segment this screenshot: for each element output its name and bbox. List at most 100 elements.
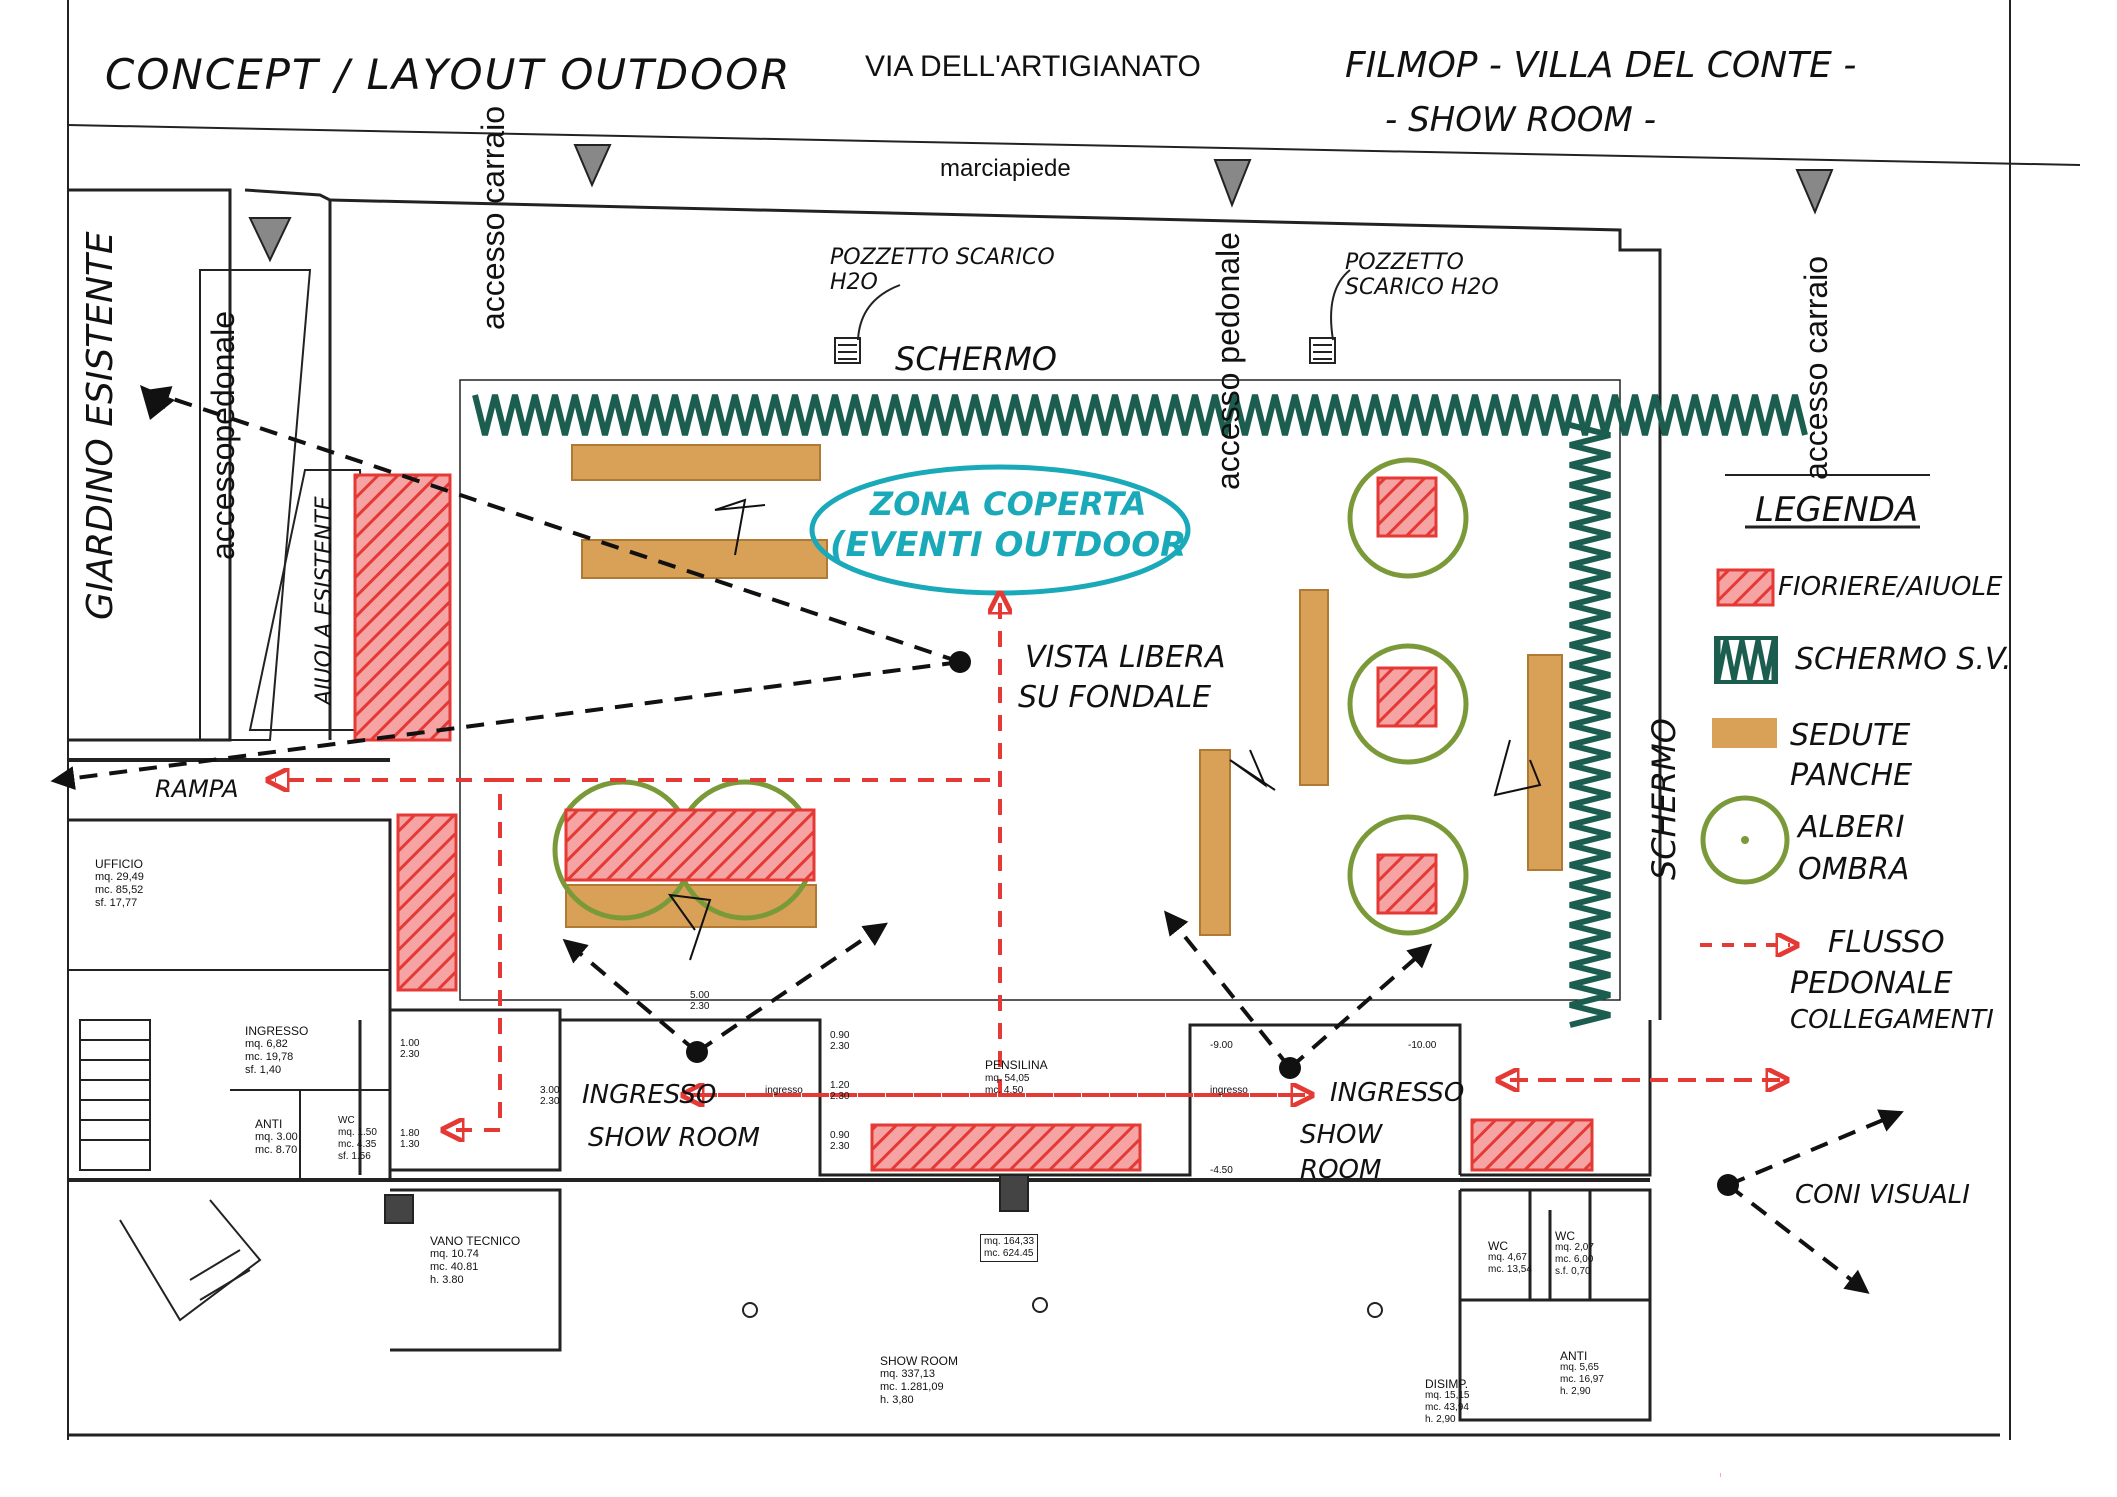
access-ped-center: accesso pedonale [1210, 232, 1246, 490]
ingresso-small-left: ingresso [765, 1085, 803, 1096]
project-title: FILMOP - VILLA DEL CONTE - [1345, 45, 1857, 86]
level-2: -10.00 [1408, 1040, 1437, 1051]
garden-label: GIARDINO ESISTENTE [80, 231, 121, 620]
access-car-left: accesso carraio [475, 105, 511, 330]
screen-right-label: SCHERMO [1645, 718, 1683, 880]
legend-flow-1: FLUSSO [1828, 925, 1945, 960]
stairs [79, 1019, 262, 1322]
legend-tree-swatch [1700, 795, 1790, 885]
flowerbed-strip [248, 469, 372, 731]
screen-right [1569, 422, 1611, 1028]
frame [67, 0, 2081, 1440]
entry-right-label-1: INGRESSO [1330, 1078, 1465, 1108]
ramp-label: RAMPA [155, 775, 239, 803]
planter [396, 813, 458, 992]
legend-flow-2: PEDONALE [1790, 966, 1953, 1001]
legend-planters: FIORIERE/AIUOLE [1778, 572, 2003, 602]
planter [564, 808, 816, 882]
sidewalk-label: marciapiede [940, 155, 1071, 182]
legend-screen-swatch [1715, 639, 1777, 681]
legend-seats-1: SEDUTE [1790, 718, 1911, 753]
tree-circle [1347, 814, 1469, 936]
covered-zone-label-1: ZONA COPERTA [870, 485, 1147, 523]
columns [384, 1174, 1383, 1318]
access-car-right: accesso carraio [1798, 255, 1834, 480]
walls [358, 1020, 1592, 1300]
drain-left-label: POZZETTO SCARICO H2O [830, 245, 1055, 295]
seat-arrows [667, 498, 1542, 961]
legend-seats-2: PANCHE [1790, 758, 1913, 793]
entry-left-label-2: SHOW ROOM [588, 1123, 760, 1153]
planters [353, 473, 1594, 1172]
tree-circle [1347, 457, 1469, 579]
entry-right-label-3: ROOM [1300, 1155, 1382, 1185]
planter [1376, 853, 1438, 915]
drains [834, 269, 1351, 364]
tree-circle [1347, 643, 1469, 765]
level-1: -9.00 [1210, 1040, 1233, 1051]
planter [353, 473, 452, 742]
bench [1527, 654, 1563, 871]
project-subtitle: - SHOW ROOM - [1385, 100, 1656, 140]
courtyard [459, 379, 1621, 1001]
legend-trees-1: ALBERI [1798, 810, 1905, 845]
planter [870, 1123, 1142, 1172]
view-cones [50, 386, 1904, 1294]
entry-left-label-1: INGRESSO [582, 1080, 717, 1110]
legend-trees-2: OMBRA [1798, 852, 1910, 887]
ingresso-small-right: ingresso [1210, 1085, 1248, 1096]
legend-planter-swatch [1716, 568, 1775, 607]
pedestrian-flow [275, 600, 1780, 1475]
bench [581, 539, 828, 579]
legend-symbols [1700, 474, 1930, 945]
concept-title: CONCEPT / LAYOUT OUTDOOR [105, 50, 792, 99]
access-markers [248, 144, 1834, 263]
entry-right-label-2: SHOW [1300, 1120, 1383, 1150]
bench [571, 444, 821, 481]
seats [565, 444, 1563, 936]
street-name: VIA DELL'ARTIGIANATO [865, 50, 1201, 83]
view-origin-dots [140, 385, 1739, 1196]
canopy-label: PENSILINA [985, 1058, 1048, 1072]
bench [1299, 589, 1329, 786]
building-outline [68, 188, 2000, 1437]
screen-top-label: SCHERMO [895, 340, 1057, 378]
planter [1376, 476, 1438, 538]
level-3: -4.50 [1210, 1165, 1233, 1176]
planter [1376, 666, 1438, 728]
covered-zone-label-2: (EVENTI OUTDOOR [830, 525, 1187, 565]
legend-screen: SCHERMO S.V. [1795, 642, 2012, 677]
legend-title: LEGENDA [1755, 490, 1919, 530]
legend-flow-3: COLLEGAMENTI [1790, 1005, 1994, 1035]
bench [1199, 749, 1231, 936]
legend-cones: CONI VISUALI [1795, 1180, 1970, 1210]
flowerbed-label: AIUOLA ESISTENTE [312, 496, 337, 705]
free-view-label-2: SU FONDALE [1018, 680, 1212, 715]
legend-seat-swatch [1712, 718, 1777, 748]
free-view-label-1: VISTA LIBERA [1025, 640, 1226, 675]
planter [1470, 1118, 1594, 1172]
drain-right-label: POZZETTO SCARICO H2O [1345, 250, 1499, 300]
access-ped-left: accessopedonale [205, 310, 241, 560]
screen-top [472, 394, 1808, 436]
